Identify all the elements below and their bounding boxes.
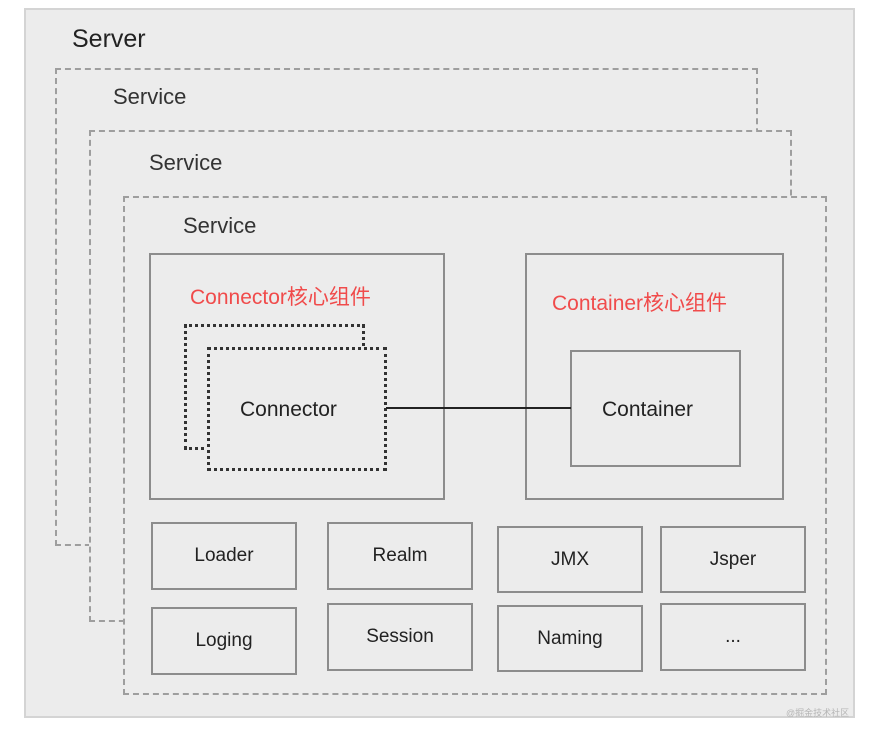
connector-node-label: Connector	[240, 398, 337, 421]
connector-stack-front	[207, 347, 387, 471]
connector-core-title: Connector核心组件	[190, 286, 371, 309]
component-session: Session	[327, 603, 473, 671]
container-node-box	[570, 350, 741, 467]
component-naming: Naming	[497, 605, 643, 672]
service-title-1: Service	[113, 84, 187, 109]
container-core-title: Container核心组件	[552, 292, 728, 315]
component-realm: Realm	[327, 522, 473, 590]
component-loging: Loging	[151, 607, 297, 675]
component-jsper: Jsper	[660, 526, 806, 593]
watermark: @掘金技术社区	[786, 708, 850, 718]
container-node-label: Container	[602, 398, 694, 421]
component-jmx: JMX	[497, 526, 643, 593]
component-more: ...	[660, 603, 806, 671]
server-title: Server	[72, 25, 146, 53]
service-title-2: Service	[149, 150, 223, 175]
component-loader: Loader	[151, 522, 297, 590]
connector-container-link	[386, 407, 571, 409]
service-title-3: Service	[183, 213, 257, 238]
